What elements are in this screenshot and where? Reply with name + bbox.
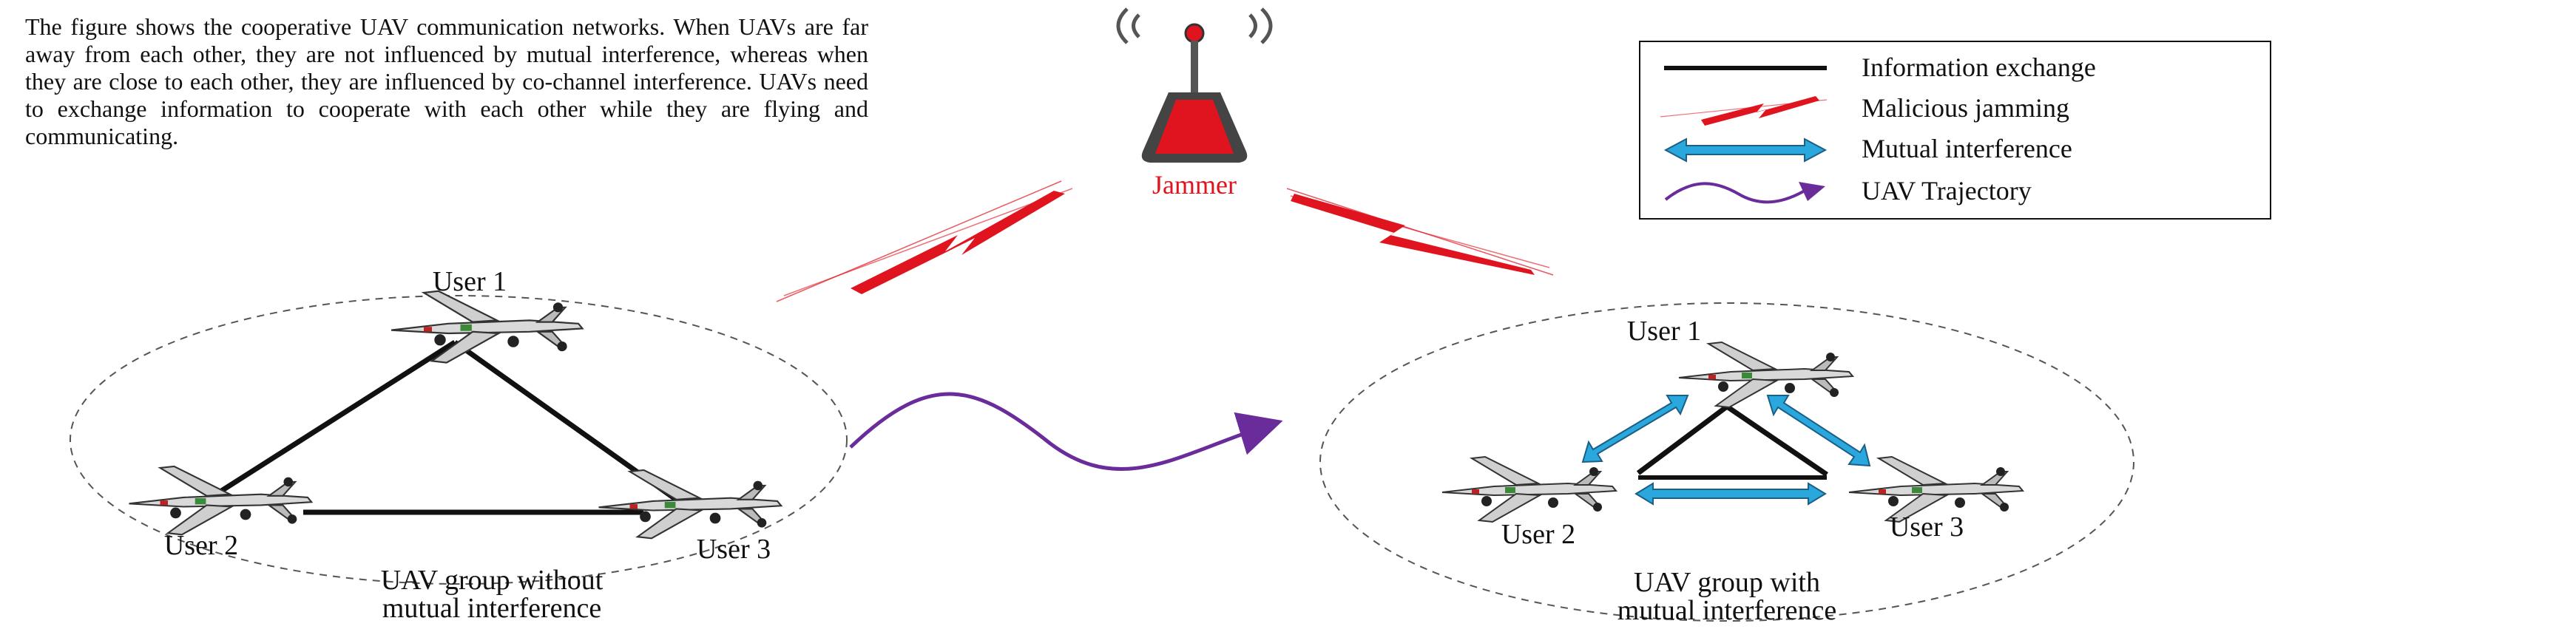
legend-label-mutual-interference: Mutual interference [1862, 134, 2072, 163]
jamming-bolt-left [776, 180, 1073, 302]
right-info-links [1636, 404, 1828, 480]
right-group-boundary [1319, 302, 2134, 622]
left-user2-label: User 2 [164, 530, 238, 561]
legend-interference-arrow-icon [1663, 137, 1828, 163]
legend-label-malicious-jamming: Malicious jamming [1862, 93, 2069, 123]
left-group-boundary [70, 295, 848, 585]
right-group-caption-line2: mutual interference [1617, 595, 1836, 626]
jamming-bolt-right [1286, 188, 1554, 276]
right-user1-label: User 1 [1627, 316, 1701, 347]
right-mutual-interference-arrows [1581, 395, 1871, 506]
left-uav-user3-icon [598, 469, 782, 540]
legend-trajectory-icon [1664, 182, 1805, 204]
jammer-label: Jammer [1152, 170, 1237, 200]
left-uav-user2-icon [128, 465, 313, 536]
right-uav-user2-icon [1441, 456, 1617, 523]
uav-trajectory-arrow [849, 392, 1283, 471]
left-user3-label: User 3 [697, 534, 771, 565]
figure-description: The figure shows the cooperative UAV com… [25, 13, 868, 149]
jammer-tower-icon [1116, 7, 1273, 163]
right-uav-user1-icon [1678, 342, 1853, 408]
right-user3-label: User 3 [1890, 512, 1964, 543]
right-user2-label: User 2 [1501, 519, 1575, 550]
left-group-caption-line1: UAV group without [381, 565, 604, 596]
left-uav-user1-icon [390, 290, 584, 364]
left-group-caption-line2: mutual interference [382, 593, 601, 624]
legend-label-uav-trajectory: UAV Trajectory [1862, 176, 2032, 205]
legend-jamming-bolt-icon [1660, 96, 1828, 126]
left-user1-label: User 1 [433, 266, 507, 297]
legend: Information exchange Malicious jamming M… [1639, 41, 2271, 220]
legend-label-info-exchange: Information exchange [1862, 52, 2096, 82]
right-group-caption-line1: UAV group with [1634, 567, 1820, 598]
